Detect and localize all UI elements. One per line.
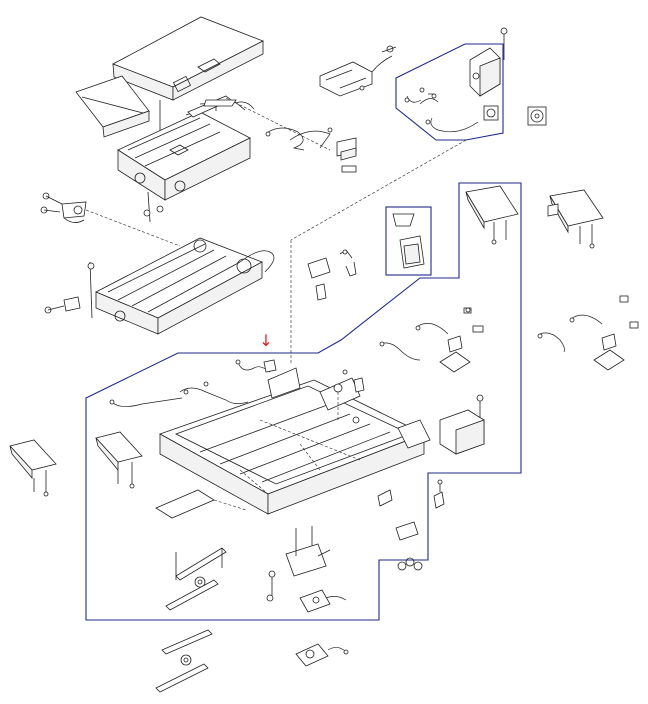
cable-harness-upper (203, 99, 333, 151)
lid-hinge-right-outer (547, 189, 604, 249)
carriage-mount (319, 45, 397, 97)
upper-right-group-outline (395, 43, 504, 141)
sensor-right-inner (379, 307, 484, 373)
left-fasteners (40, 192, 181, 314)
bottom-motor (295, 643, 349, 667)
tray-cables (109, 359, 365, 407)
bottom-rails (155, 629, 213, 693)
front-panel (75, 75, 150, 138)
leader-line-1 (290, 139, 467, 241)
paper-tray (159, 367, 431, 515)
right-tray-parts (377, 394, 485, 571)
print-mechanism-lower (89, 237, 275, 335)
left-guide-inner (95, 431, 143, 489)
lower-mechanism (266, 526, 347, 613)
center-clips (307, 249, 357, 301)
base-sheet (155, 489, 247, 519)
print-mechanism-upper (117, 101, 251, 223)
connector-bracket (336, 137, 357, 173)
small-bracket-group-outline (385, 206, 432, 276)
left-guide-outer (9, 439, 57, 497)
small-brackets (392, 213, 425, 269)
lid-hinge-right-inner (465, 185, 519, 245)
pointer-arrow: ↓ (259, 331, 272, 350)
lower-rails (165, 547, 227, 611)
sensor-right-outer (537, 295, 639, 371)
motor-assembly (404, 27, 547, 133)
tray-assembly-group-outline (85, 182, 522, 621)
